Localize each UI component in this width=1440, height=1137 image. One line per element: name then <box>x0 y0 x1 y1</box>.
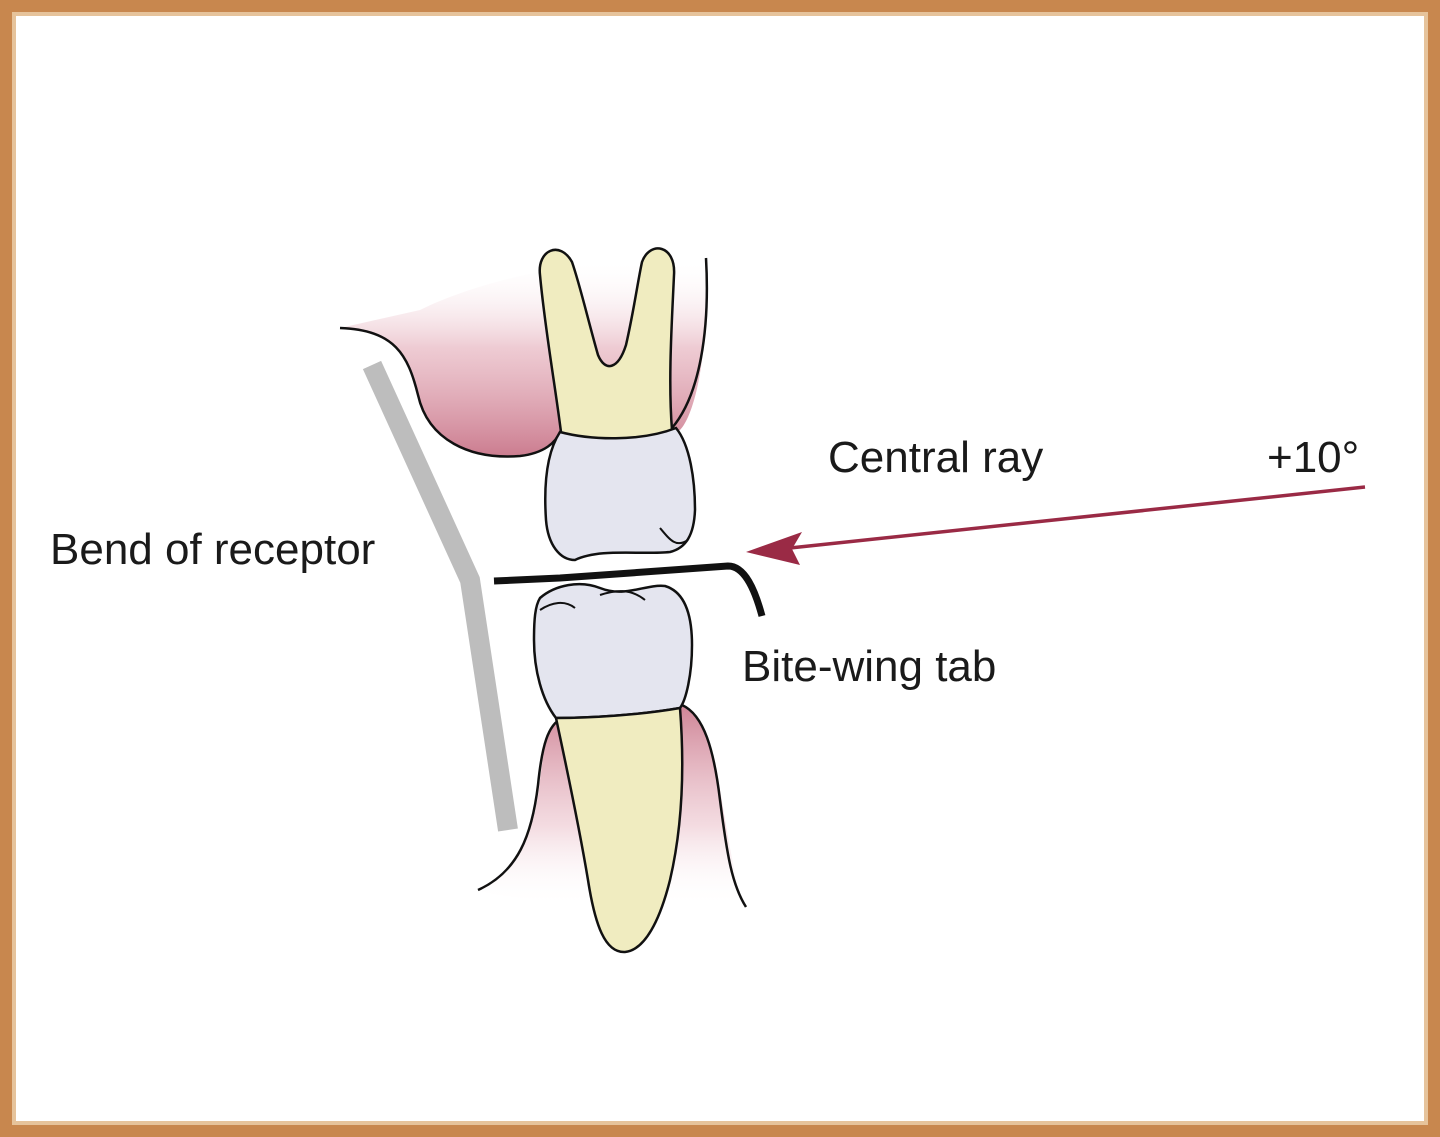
receptor <box>362 360 518 832</box>
angle-label: +10° <box>1267 433 1360 482</box>
bend-of-receptor-label: Bend of receptor <box>50 525 376 574</box>
image-frame-inner <box>12 12 1428 1125</box>
upper-tooth-root <box>538 247 676 445</box>
bite-wing-tab <box>493 562 766 617</box>
lower-tooth-crown <box>532 582 694 720</box>
lower-tooth-root <box>554 706 684 954</box>
central-ray-arrow <box>746 485 1366 565</box>
central-ray-label: Central ray <box>828 433 1044 482</box>
bite-wing-tab-label: Bite-wing tab <box>742 642 997 691</box>
upper-tooth-crown <box>543 426 697 562</box>
